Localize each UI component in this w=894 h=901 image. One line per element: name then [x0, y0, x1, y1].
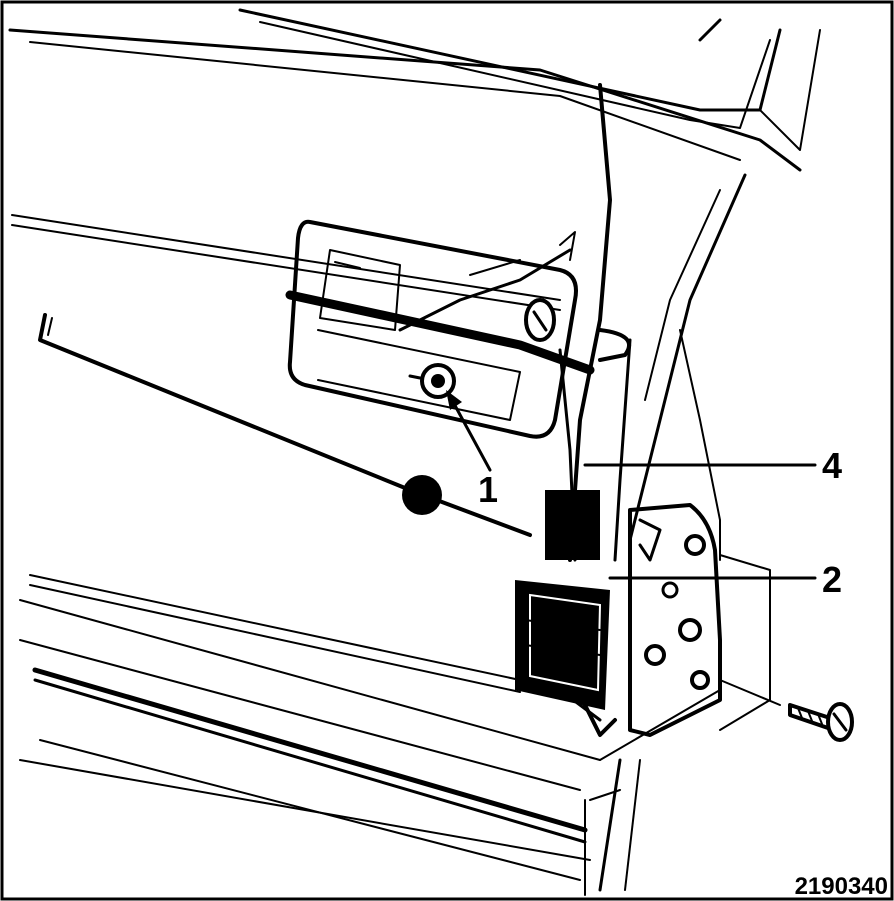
callout-2: 2	[822, 559, 842, 600]
handle-mounting-screw	[408, 363, 456, 399]
handle-lever	[285, 231, 632, 375]
lock-plate	[628, 503, 771, 737]
callout-4-group: 4	[583, 445, 842, 486]
callout-1: 1	[478, 469, 498, 510]
exterior-handle-housing	[287, 219, 578, 439]
callout-1-group: 1	[446, 390, 498, 510]
callout-4: 4	[822, 445, 842, 486]
window-frame	[8, 8, 821, 172]
operating-rod	[38, 313, 532, 537]
lock-fixing-screw	[719, 679, 854, 742]
door-panel-lines	[11, 214, 721, 881]
callout-2-group: 2	[608, 559, 842, 600]
rod-grommet	[402, 475, 442, 515]
reference-number: 2190340	[795, 873, 888, 900]
door-rear-edge	[584, 173, 747, 896]
door-lock-assembly	[515, 490, 617, 737]
